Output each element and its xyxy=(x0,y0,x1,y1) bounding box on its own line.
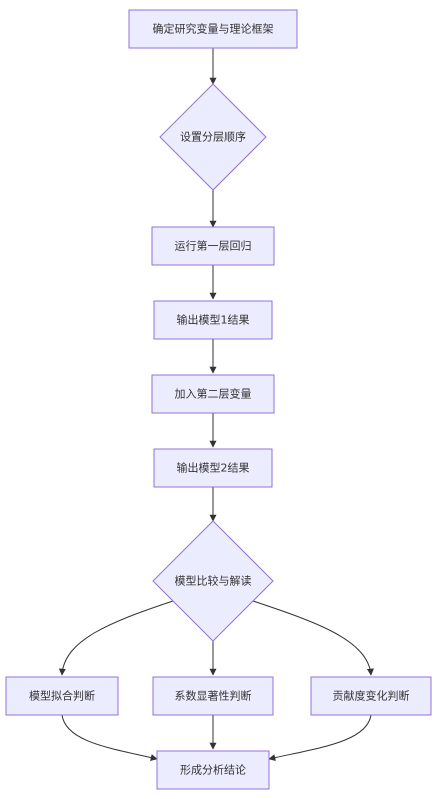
node-n4: 输出模型1结果 xyxy=(153,300,273,340)
edge-n10-n11 xyxy=(268,714,372,762)
node-n11-label: 形成分析结论 xyxy=(180,763,246,777)
node-n3-box xyxy=(151,226,275,266)
edge-n7-n10 xyxy=(252,600,374,676)
node-n6: 输出模型2结果 xyxy=(153,448,273,488)
node-n4-box xyxy=(153,300,273,340)
node-n5: 加入第二层变量 xyxy=(151,374,275,414)
node-n7-label: 模型比较与解读 xyxy=(175,574,252,588)
node-n10: 贡献度变化判断 xyxy=(310,676,432,716)
node-n1-label: 确定研究变量与理论框架 xyxy=(153,22,274,36)
edges xyxy=(58,48,374,762)
node-n8: 模型拟合判断 xyxy=(5,676,119,716)
node-n2: 设置分层顺序 xyxy=(159,83,267,191)
node-n9: 系数显著性判断 xyxy=(152,676,274,716)
node-n7: 模型比较与解读 xyxy=(152,520,274,642)
node-n8-box xyxy=(5,676,119,716)
node-n1: 确定研究变量与理论框架 xyxy=(128,9,298,49)
node-n2-diamond xyxy=(159,83,267,191)
node-n11-box xyxy=(156,750,270,790)
edge-n8-n11 xyxy=(61,714,158,761)
node-n4-label: 输出模型1结果 xyxy=(177,313,250,327)
node-n2-label: 设置分层顺序 xyxy=(180,130,246,144)
node-n9-box xyxy=(152,676,274,716)
node-n10-box xyxy=(310,676,432,716)
node-n11: 形成分析结论 xyxy=(156,750,270,790)
node-n6-box xyxy=(153,448,273,488)
edge-n7-n8 xyxy=(58,600,174,676)
node-n6-label: 输出模型2结果 xyxy=(177,461,250,475)
node-n3: 运行第一层回归 xyxy=(151,226,275,266)
node-n8-label: 模型拟合判断 xyxy=(29,689,95,703)
node-n10-label: 贡献度变化判断 xyxy=(333,689,410,703)
node-n5-box xyxy=(151,374,275,414)
node-n3-label: 运行第一层回归 xyxy=(175,239,252,253)
node-n1-box xyxy=(128,9,298,49)
node-n5-label: 加入第二层变量 xyxy=(175,387,252,401)
node-n7-diamond xyxy=(152,520,274,642)
node-n9-label: 系数显著性判断 xyxy=(175,689,252,703)
